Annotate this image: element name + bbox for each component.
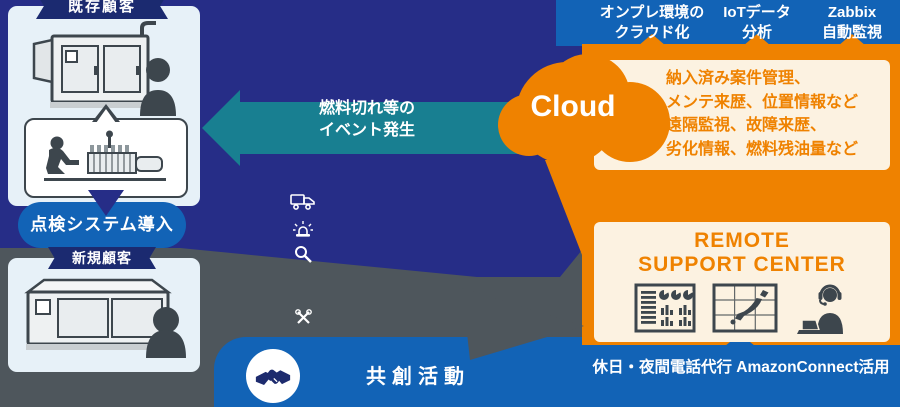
new-customer-ribbon: 新規顧客 <box>48 247 156 269</box>
cloud-detail-line: メンテ来歴、位置情報など <box>666 93 859 111</box>
remote-title-line1: REMOTE <box>694 229 790 252</box>
tab-onprem-cloud: オンプレ環境の クラウド化 <box>587 3 717 42</box>
tab-line: 自動監視 <box>821 23 882 41</box>
japan-map-icon <box>712 283 778 333</box>
existing-customer-ribbon: 既存顧客 <box>36 0 168 19</box>
event-line1: 燃料切れ等の <box>318 100 415 117</box>
phone-service-note: 休日・夜間電話代行 AmazonConnect活用 <box>592 359 890 376</box>
truck-icon <box>290 194 315 210</box>
worker-engine-illustration <box>44 130 166 181</box>
maintenance-bubble <box>24 118 188 198</box>
event-arrow: 燃料切れ等の イベント発生 <box>202 88 548 168</box>
wrench-icon <box>295 309 312 324</box>
cloud-shape: Cloud <box>498 54 670 172</box>
remote-title-line2: SUPPORT CENTER <box>638 253 846 277</box>
dashboard-icon <box>634 283 696 333</box>
generator-new-illustration <box>24 278 186 358</box>
handshake-badge <box>246 349 300 403</box>
cloud-detail-line: 納入済み案件管理、 <box>666 70 811 87</box>
top-tabs: オンプレ環境の クラウド化 IoTデータ 分析 Zabbix 自動監視 <box>556 0 900 46</box>
tab-line: オンプレ環境の <box>599 4 705 21</box>
handshake-icon <box>255 369 291 385</box>
tab-line: IoTデータ <box>723 4 791 21</box>
new-customer-panel <box>8 258 200 372</box>
remote-icons <box>594 282 890 335</box>
tab-iot-analysis: IoTデータ 分析 <box>702 3 812 42</box>
event-line2: イベント発生 <box>318 121 415 139</box>
tab-line: 分析 <box>741 23 772 41</box>
cocreation-label: 共創活動 <box>366 366 470 388</box>
tab-line: クラウド化 <box>614 23 690 41</box>
operator-icon <box>797 284 843 335</box>
cloud-label: Cloud <box>530 90 616 123</box>
remote-title: REMOTE SUPPORT CENTER <box>594 222 890 277</box>
event-text: 燃料切れ等の イベント発生 <box>242 98 492 141</box>
tab-zabbix-monitoring: Zabbix 自動監視 <box>802 3 900 42</box>
generator-illustration <box>32 21 176 116</box>
siren-icon <box>293 221 313 237</box>
tab-line: Zabbix <box>827 4 877 21</box>
cocreation-band <box>214 337 900 407</box>
cloud-detail-line: 劣化情報、燃料残油量など <box>666 141 859 159</box>
event-arrow-shape <box>202 90 548 166</box>
cloud-details-text: 納入済み案件管理、 メンテ来歴、位置情報など 遠隔監視、故障来歴、 劣化情報、燃… <box>666 67 858 162</box>
magnifier-icon <box>295 246 312 263</box>
top-label-band <box>556 0 900 46</box>
remote-support-box: REMOTE SUPPORT CENTER <box>594 222 890 342</box>
cloud-detail-line: 遠隔監視、故障来歴、 <box>666 117 827 135</box>
